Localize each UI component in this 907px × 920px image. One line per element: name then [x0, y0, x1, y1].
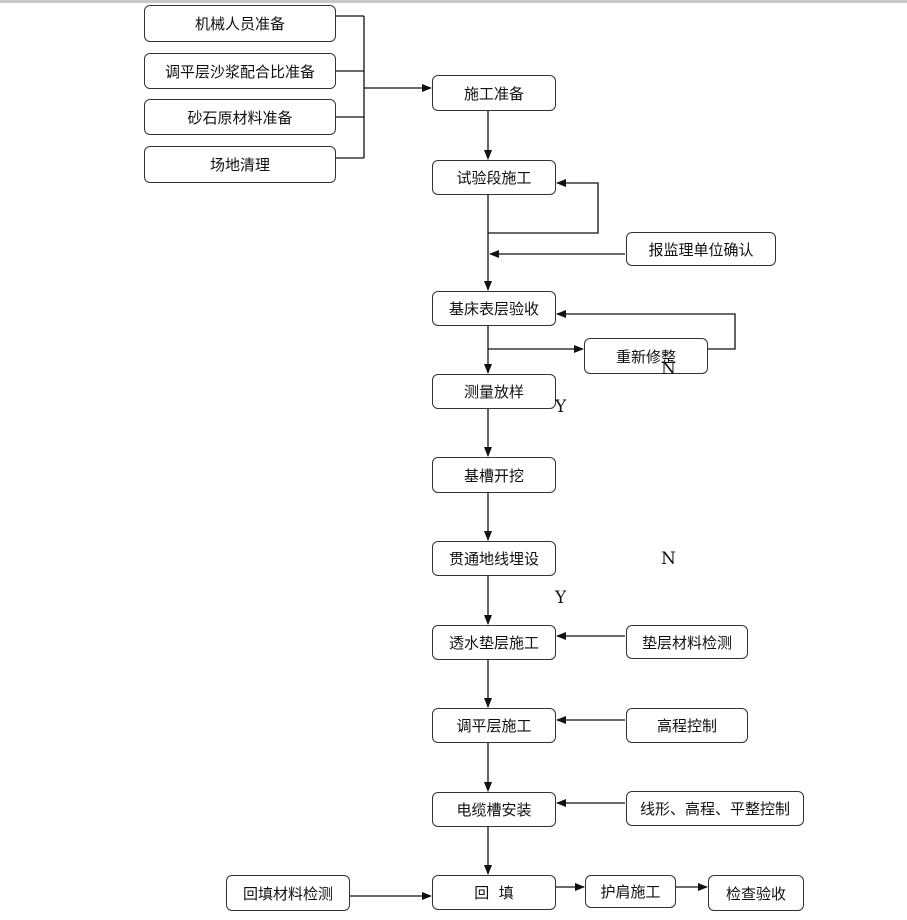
node-jiancha: 检查验收: [708, 875, 804, 911]
top-border: [0, 0, 907, 3]
node-jicao: 基槽开挖: [432, 457, 556, 493]
node-gaocheng: 高程控制: [626, 708, 748, 743]
label-y-2: Y: [555, 588, 567, 608]
label-y-1: Y: [555, 397, 567, 417]
node-shiyan: 试验段施工: [432, 160, 556, 195]
node-hujian: 护肩施工: [585, 875, 676, 908]
node-jixie: 机械人员准备: [144, 5, 336, 42]
node-baojianli: 报监理单位确认: [626, 232, 776, 266]
node-jichuang: 基床表层验收: [432, 291, 556, 326]
node-shashi: 砂石原材料准备: [144, 99, 336, 135]
node-huitian: 回 填: [432, 875, 556, 910]
node-dianlan: 电缆槽安装: [432, 792, 556, 827]
label-n-2: N: [661, 549, 676, 569]
node-tiaoping-shigong: 调平层施工: [432, 708, 556, 743]
node-changdi: 场地清理: [144, 146, 336, 183]
node-huitian-jiance: 回填材料检测: [226, 875, 350, 911]
node-toushui: 透水垫层施工: [432, 625, 556, 660]
node-zhunbei: 施工准备: [432, 75, 556, 111]
node-guantong: 贯通地线埋设: [432, 541, 556, 576]
node-xianxing: 线形、高程、平整控制: [626, 791, 804, 826]
node-celiang: 测量放样: [432, 374, 556, 409]
node-tiaoping-shajiang: 调平层沙浆配合比准备: [144, 53, 336, 89]
node-dianceng-jiance: 垫层材料检测: [626, 625, 748, 659]
label-n-1: N: [661, 359, 676, 379]
loop-shiyan: [488, 179, 599, 234]
node-chongxin: 重新修整: [584, 338, 708, 374]
loop-chongxin: [556, 310, 736, 350]
